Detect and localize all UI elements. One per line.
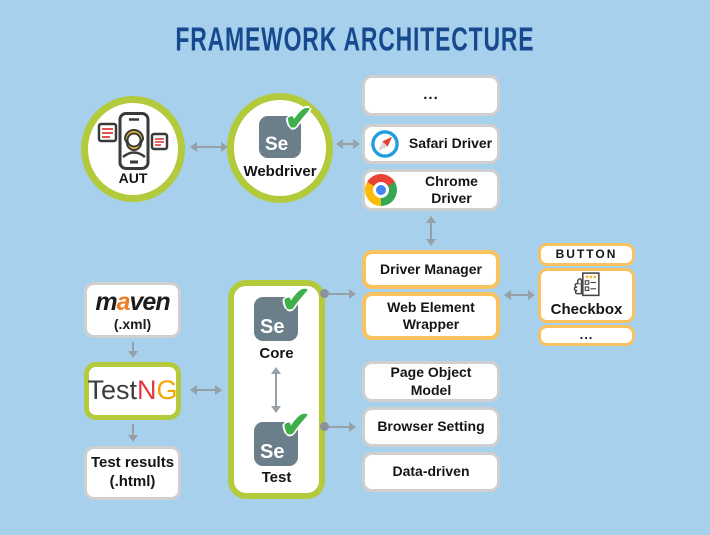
- arrow-wrapper-controls: [504, 290, 535, 300]
- controls-more-box: ...: [538, 325, 635, 346]
- safari-icon: [371, 130, 399, 158]
- webdriver-node: Se ✔ Webdriver: [227, 93, 333, 203]
- checkmark-icon: ✔: [280, 279, 311, 320]
- checkmark-icon: ✔: [284, 100, 314, 138]
- chrome-driver-label: Chrome Driver: [425, 172, 478, 207]
- core-label: Core: [259, 345, 294, 362]
- arrow-testng-sebox: [190, 385, 222, 395]
- arrow-sebox-wrapper: [328, 288, 356, 299]
- connector-dot: [320, 422, 329, 431]
- selenium-test-icon: Se ✔: [254, 407, 311, 466]
- button-label: BUTTON: [555, 247, 618, 261]
- driver-manager-label: Driver Manager: [380, 260, 482, 277]
- checkmark-icon: ✔: [280, 404, 311, 445]
- page-title: FRAMEWORK ARCHITECTURE: [0, 21, 710, 58]
- checkbox-box: Checkbox: [538, 268, 635, 323]
- aut-label: AUT: [118, 170, 148, 186]
- aut-node: AUT: [81, 96, 185, 202]
- arrow-testng-results: [128, 424, 138, 442]
- page-title-text: FRAMEWORK ARCHITECTURE: [175, 21, 535, 58]
- web-element-wrapper-box: Web Element Wrapper: [362, 292, 500, 340]
- test-results-line1: Test results: [90, 454, 175, 472]
- data-driven-label: Data-driven: [392, 463, 470, 480]
- selenium-core-icon: Se ✔: [254, 282, 311, 341]
- driver-more-box: ...: [362, 75, 500, 116]
- arrow-core-test: [271, 367, 281, 413]
- button-box: BUTTON: [538, 243, 635, 266]
- arrow-webdriver-drivers: [336, 139, 360, 149]
- aut-phone-icon: [97, 112, 169, 170]
- maven-subtitle: (.xml): [113, 315, 152, 332]
- connector-dot: [320, 289, 329, 298]
- chrome-driver-box: Chrome Driver: [362, 169, 500, 211]
- browser-setting-box: Browser Setting: [362, 407, 500, 447]
- checkbox-label: Checkbox: [550, 301, 623, 319]
- page-object-model-box: Page Object Model: [362, 361, 500, 402]
- selenium-se-icon: Se ✔: [259, 102, 313, 158]
- maven-box: maven (.xml): [84, 282, 181, 338]
- test-results-line2: (.html): [109, 473, 156, 490]
- chrome-icon: [365, 174, 397, 206]
- webdriver-label: Webdriver: [243, 163, 317, 180]
- test-label: Test: [261, 469, 292, 486]
- safari-driver-label: Safari Driver: [408, 135, 493, 152]
- testng-logo: TestNG: [87, 375, 178, 406]
- arrow-maven-testng: [128, 342, 138, 358]
- arrow-sebox-browser-setting: [328, 421, 356, 432]
- browser-setting-label: Browser Setting: [377, 418, 485, 435]
- driver-manager-box: Driver Manager: [362, 250, 500, 289]
- controls-more-label: ...: [579, 327, 594, 343]
- se-logo-text: Se: [265, 134, 289, 155]
- arrow-aut-webdriver: [190, 142, 228, 152]
- checkbox-hand-icon: [573, 272, 600, 297]
- testng-box: TestNG: [84, 362, 181, 420]
- page-object-model-label: Page Object Model: [390, 364, 472, 398]
- web-element-wrapper-label: Web Element Wrapper: [387, 298, 475, 333]
- maven-logo: maven: [95, 287, 170, 316]
- safari-driver-box: Safari Driver: [362, 124, 500, 164]
- driver-more-label: ...: [423, 86, 439, 104]
- test-results-box: Test results (.html): [84, 446, 181, 500]
- data-driven-box: Data-driven: [362, 452, 500, 492]
- arrow-drivers-manager: [426, 216, 436, 246]
